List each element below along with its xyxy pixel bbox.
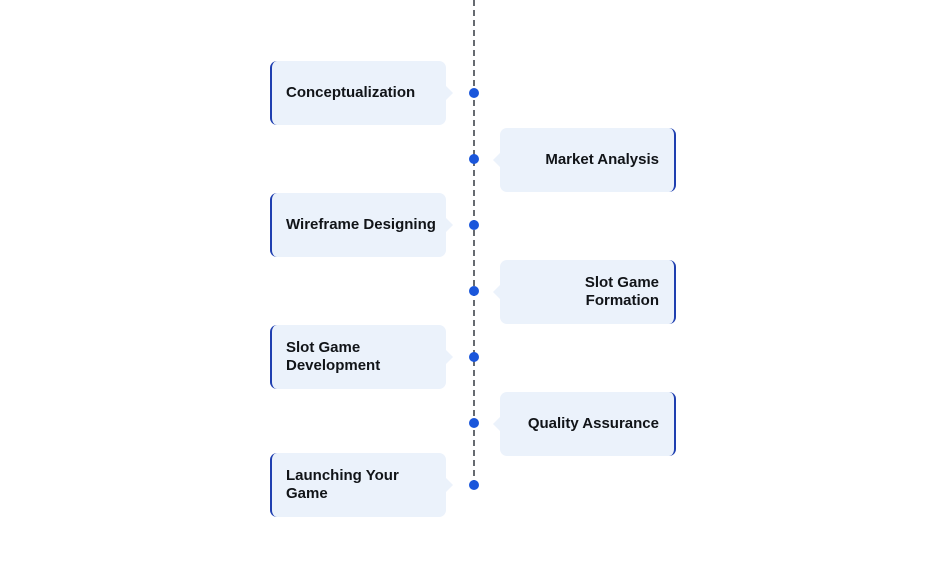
step-label: Conceptualization xyxy=(286,84,416,101)
step-card-slot-game-formation: Slot Game Formation xyxy=(493,260,676,324)
timeline-dot-6 xyxy=(469,418,479,428)
step-label: Slot Game Development xyxy=(286,339,381,374)
step-label: Slot Game Formation xyxy=(584,274,659,309)
timeline-dot-5 xyxy=(469,352,479,362)
timeline-dot-7 xyxy=(469,480,479,490)
step-card-wireframe-designing: Wireframe Designing xyxy=(270,193,453,257)
step-card-quality-assurance: Quality Assurance xyxy=(493,392,676,456)
step-label: Quality Assurance xyxy=(527,415,659,432)
step-card-slot-game-development: Slot Game Development xyxy=(270,325,453,389)
timeline-dot-3 xyxy=(469,220,479,230)
step-label: Market Analysis xyxy=(545,151,659,168)
step-card-conceptualization: Conceptualization xyxy=(270,61,453,125)
step-card-launching-your-game: Launching Your Game xyxy=(270,453,453,517)
step-label: Wireframe Designing xyxy=(286,216,436,233)
step-label: Launching Your Game xyxy=(286,467,399,502)
timeline-dot-1 xyxy=(469,88,479,98)
step-card-market-analysis: Market Analysis xyxy=(493,128,676,192)
timeline-dashed-line xyxy=(473,0,475,486)
timeline-dot-2 xyxy=(469,154,479,164)
timeline-dot-4 xyxy=(469,286,479,296)
